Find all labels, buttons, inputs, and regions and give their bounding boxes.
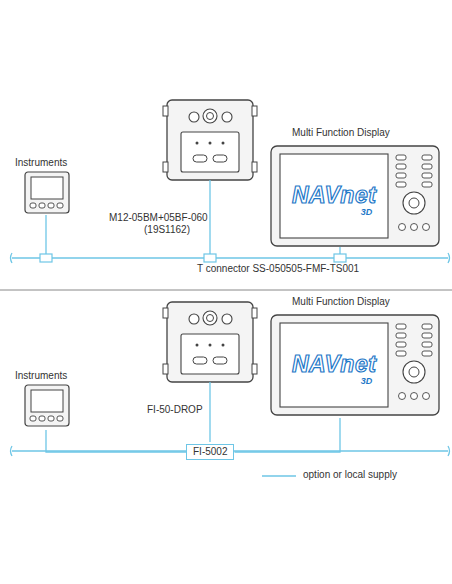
mfd-case (271, 146, 439, 246)
gateway-unit (163, 100, 257, 382)
legend-swatch (262, 475, 296, 476)
brand-logo-text: NAVnet (292, 183, 376, 207)
part-label: FI-50-DROP (146, 404, 204, 415)
instrument-button (48, 416, 54, 421)
mfd-case (271, 315, 439, 415)
mfd-button (422, 351, 432, 356)
part-label: (19S1162) (143, 224, 191, 235)
mfd-button (396, 173, 406, 178)
mfd-button (396, 351, 406, 356)
mfd-button (411, 224, 418, 231)
mfd-button (399, 393, 406, 400)
mfd-knob (409, 367, 419, 377)
device-heading: Multi Function Display (270, 296, 442, 308)
instrument-display (23, 384, 73, 428)
instrument-button (30, 203, 36, 208)
hub-label: FI-5002 (193, 446, 227, 458)
brand-logo-suffix: 3D (292, 207, 376, 217)
hub-box: FI-5002 (186, 444, 234, 460)
instrument-case (25, 172, 69, 213)
mfd-button (422, 333, 432, 338)
mfd-button (396, 333, 406, 338)
instrument-button (39, 203, 45, 208)
mfd-button (396, 164, 406, 169)
mfd-knob (409, 198, 419, 208)
instrument-node: Instruments (15, 157, 85, 217)
brand-logo: NAVnet3D (292, 352, 376, 386)
mfd-screen (280, 323, 388, 407)
network-cable (234, 418, 340, 452)
display-node: Multi Function DisplayNAVnet3D (270, 296, 442, 418)
device-heading: Instruments (15, 370, 85, 382)
mfd-knob (403, 192, 425, 214)
mfd-button (396, 342, 406, 347)
mfd-button (396, 324, 406, 329)
mfd-button (423, 224, 430, 231)
brand-logo: NAVnet3D (292, 183, 376, 217)
mfd-button (396, 155, 406, 160)
instrument-display (23, 171, 73, 215)
part-label: T connector SS-050505-FMF-TS001 (196, 263, 360, 274)
mfd-button (422, 164, 432, 169)
instrument-node: Instruments (15, 370, 85, 430)
t-connector (40, 254, 346, 262)
mfd-button (411, 393, 418, 400)
device-heading: Instruments (15, 157, 85, 169)
instrument-button (30, 416, 36, 421)
part-label: M12-05BM+05BF-060 (108, 212, 209, 223)
instrument-screen (31, 390, 63, 412)
instrument-button (39, 416, 45, 421)
mfd-screen (280, 154, 388, 238)
display-node: Multi Function DisplayNAVnet3D (270, 127, 442, 249)
device-heading: Multi Function Display (270, 127, 442, 139)
mfd-button (396, 182, 406, 187)
brand-logo-suffix: 3D (292, 376, 376, 386)
mfd-button (399, 224, 406, 231)
mfd-knob (403, 361, 425, 383)
mfd-button (422, 342, 432, 347)
instrument-button (48, 203, 54, 208)
divider (0, 290, 452, 291)
instrument-case (25, 385, 69, 426)
mfd-button (422, 182, 432, 187)
legend-text: option or local supply (302, 469, 398, 480)
instrument-screen (31, 177, 63, 199)
brand-logo-text: NAVnet (292, 352, 376, 376)
mfd-button (422, 324, 432, 329)
mfd-button (422, 173, 432, 178)
instrument-button (57, 203, 63, 208)
network-cable (46, 430, 186, 452)
mfd-button (422, 155, 432, 160)
instrument-button (57, 416, 63, 421)
mfd-button (423, 393, 430, 400)
